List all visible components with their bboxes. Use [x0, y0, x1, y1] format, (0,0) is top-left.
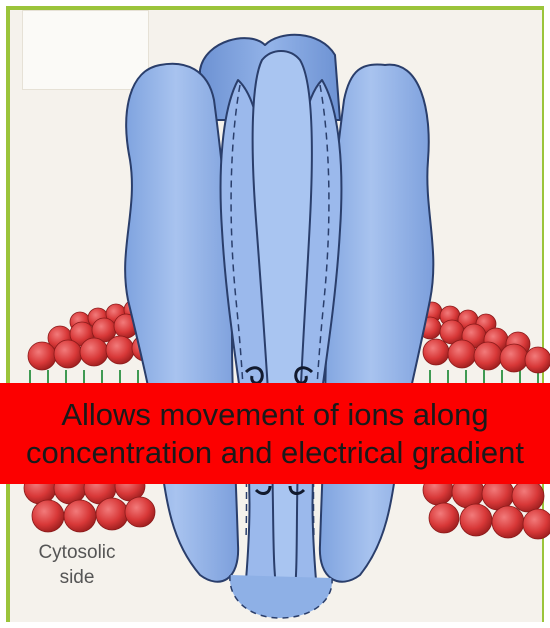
side-label-line-1: Cytosolic [22, 540, 132, 565]
channel-protein [125, 35, 433, 618]
side-label-line-2: side [22, 565, 132, 590]
cytosolic-side-label: Cytosolic side [22, 540, 132, 590]
caption-banner: Allows movement of ions along concentrat… [0, 383, 550, 484]
caption-line-1: Allows movement of ions along [61, 396, 488, 434]
caption-line-2: concentration and electrical gradient [26, 434, 524, 472]
